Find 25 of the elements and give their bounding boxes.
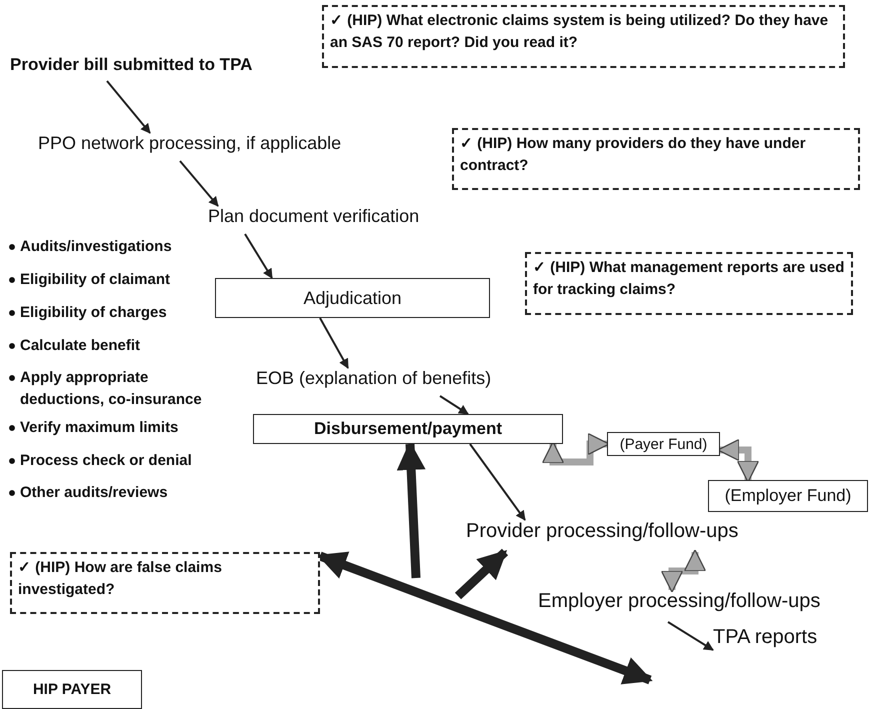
step-label: EOB (explanation of benefits) <box>256 368 521 396</box>
arrow <box>244 233 273 279</box>
step-label: TPA reports <box>713 626 838 658</box>
thick-arrow <box>454 548 508 600</box>
process-box: (Employer Fund) <box>708 480 868 512</box>
step-label: Provider processing/follow-ups <box>466 520 771 552</box>
arrow <box>439 395 469 415</box>
bent-arrow <box>660 549 706 593</box>
step-label: Plan document verification <box>208 206 448 234</box>
step-label: Employer processing/follow-ups <box>538 590 858 622</box>
process-box: Adjudication <box>215 278 490 318</box>
process-box: HIP PAYER <box>2 670 142 709</box>
arrow <box>319 318 349 369</box>
arrow <box>667 621 714 651</box>
step-label: Provider bill submitted to TPA <box>10 55 300 81</box>
question-box: ✓ (HIP) How many providers do they have under contract? <box>452 128 860 190</box>
process-box: (Payer Fund) <box>607 432 720 456</box>
step-label: PPO network processing, if applicable <box>38 133 378 161</box>
arrow <box>179 160 219 207</box>
question-box: ✓ (HIP) What management reports are used for tracking claims? <box>525 252 853 315</box>
process-box: Disbursement/payment <box>253 414 563 444</box>
question-box: ✓ (HIP) What electronic claims system is being utilized? Do they have an SAS 70 report? Did you read it? <box>322 5 845 68</box>
arrow <box>106 80 151 134</box>
question-box: ✓ (HIP) How are false claims investigated? <box>10 552 320 614</box>
arrow <box>469 443 526 521</box>
